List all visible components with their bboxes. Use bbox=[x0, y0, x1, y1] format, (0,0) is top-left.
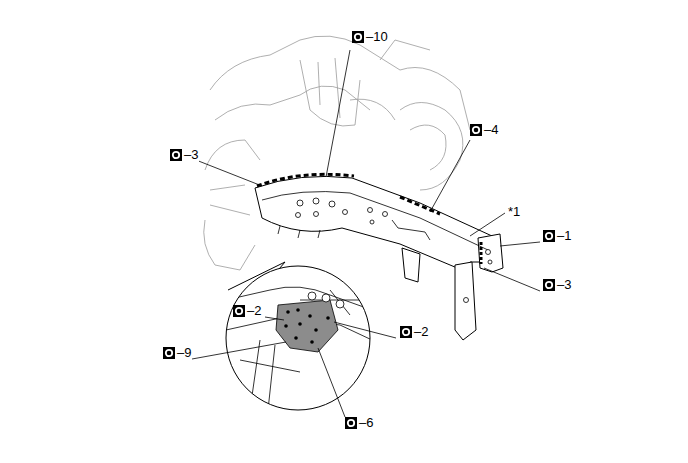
callout-number: –9 bbox=[176, 346, 192, 360]
callout-number: –10 bbox=[365, 30, 389, 44]
part-reference: *1 bbox=[507, 205, 521, 219]
callout-number: –1 bbox=[556, 229, 572, 243]
callout-number: –6 bbox=[358, 416, 374, 430]
callout-number: –3 bbox=[556, 278, 572, 292]
callout-number: –4 bbox=[483, 123, 499, 137]
callout-number: –2 bbox=[246, 304, 262, 318]
callout-number: –3 bbox=[183, 148, 199, 162]
callout-number: –2 bbox=[413, 325, 429, 339]
